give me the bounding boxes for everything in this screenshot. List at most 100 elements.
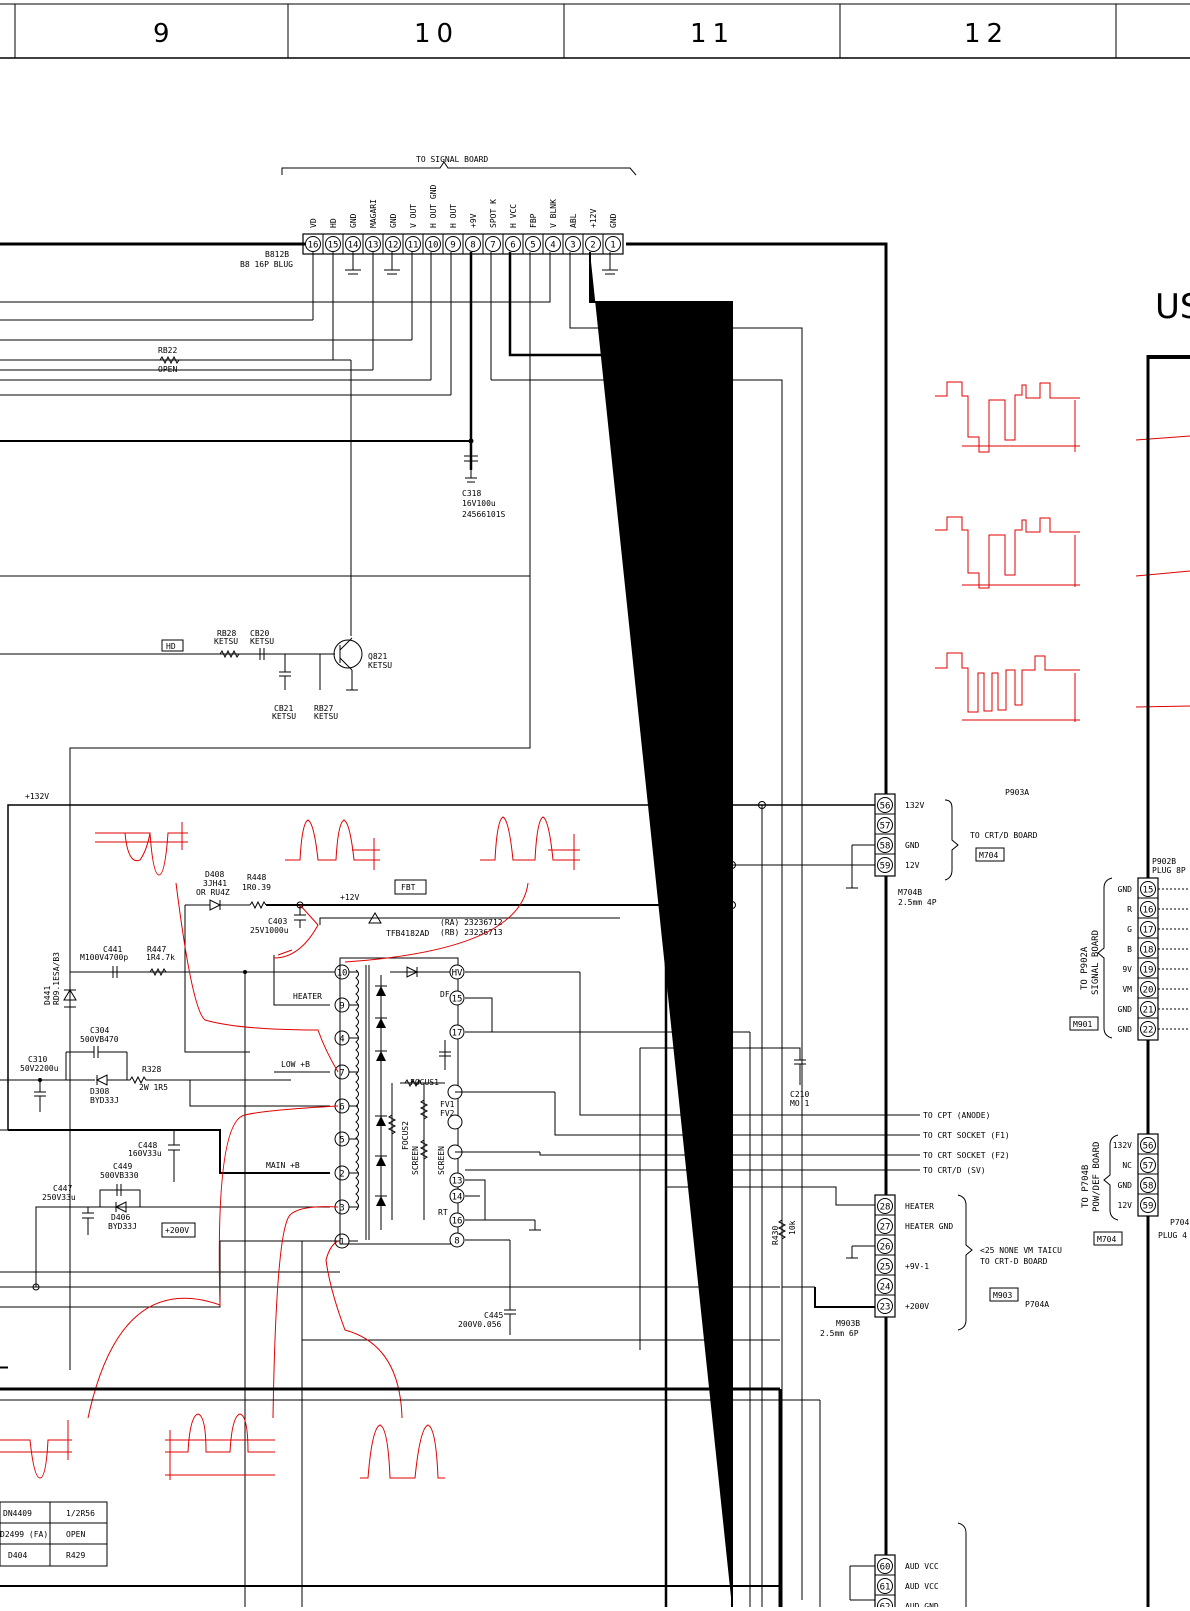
pin-number: 17 [452,1029,463,1039]
svg-text:D441: D441 [43,986,52,1005]
pin-number: 15 [1143,886,1154,896]
pin-number: 9 [450,241,455,251]
svg-text:(RA) 23236712: (RA) 23236712 [440,918,503,927]
grid-column-label: 9 [153,19,176,49]
connector-b812b: TO SIGNAL BOARD B812B B8 16P BLUG 16VD15… [0,155,888,1607]
pin-number: 61 [880,1583,891,1593]
pin-signal: G [1127,925,1132,934]
pin-number: 14 [452,1193,463,1203]
table-cell: 1/2R56 [66,1509,95,1518]
connector-pin [1140,881,1156,897]
parts-table: DN4409 1/2R56 D2499 (FA) OPEN D404 R429 [0,1501,108,1567]
svg-text:KETSU: KETSU [250,637,274,646]
connector-pin [545,236,561,252]
flyback-transformer-area: D408 3JH41 OR RU4Z R448 1R0.39 C403 25V1… [0,816,920,1607]
hv-diode [376,1196,386,1206]
pin-signal: R [1127,905,1132,914]
svg-text:P903A: P903A [1005,788,1029,797]
pin-number: 57 [880,822,891,832]
connector-pin [565,236,581,252]
pin-number: 60 [880,1563,891,1573]
svg-text:SIGNAL BOARD: SIGNAL BOARD [1091,930,1101,995]
pin-signal: NC [1122,1161,1132,1170]
svg-text:M903B: M903B [836,1319,860,1328]
pin-number: 23 [880,1303,891,1313]
connector-pin [525,236,541,252]
svg-text:TO P902A: TO P902A [1080,946,1090,990]
pin-signal: B [1127,945,1132,954]
svg-text:M100V4700p: M100V4700p [80,953,128,962]
pin-signal: 12V [1118,1201,1133,1210]
pin-number: 2 [590,241,595,251]
connector-pin [585,236,601,252]
pin-signal: GND [905,841,920,850]
svg-text:FV2: FV2 [440,1109,455,1118]
transformer-pin [449,1212,465,1228]
svg-text:1R4.7k: 1R4.7k [146,953,175,962]
supply-132v: +132V [7,792,880,1607]
svg-text:250V33u: 250V33u [42,1193,76,1202]
transformer-pin [449,990,465,1006]
pin-number: 15 [452,995,463,1005]
connector-pin [1140,1157,1156,1173]
connector-pin [877,1198,893,1214]
svg-text:FOCUS1: FOCUS1 [410,1078,439,1087]
connector-pin [425,236,441,252]
svg-text:RB27: RB27 [314,704,333,713]
pin-number: 59 [1143,1202,1154,1212]
svg-text:DF: DF [440,990,450,999]
connector-pin [325,236,341,252]
svg-text:BYD33J: BYD33J [90,1096,119,1105]
svg-text:<25 NONE VM TAICU: <25 NONE VM TAICU [980,1246,1062,1255]
pin-signal: GND [389,213,398,228]
svg-text:R448: R448 [247,873,266,882]
us-label: US [1155,287,1190,327]
pin-number: 12 [388,241,399,251]
hv-diode [376,986,386,996]
svg-text:C403: C403 [268,917,287,926]
svg-text:TO CRT-D BOARD: TO CRT-D BOARD [980,1257,1048,1266]
pin-number: 5 [530,241,535,251]
connector-pin [465,236,481,252]
pin-signal: HEATER GND [905,1222,953,1231]
capacitor-c318: C318 16V100u 24566101S [462,455,506,519]
svg-text:PLUG 4: PLUG 4 [1158,1231,1187,1240]
pin-signal: GND [1118,1181,1133,1190]
pin-signal: +9V [469,213,478,228]
svg-text:HEATER: HEATER [293,992,322,1001]
svg-text:TO CRT/D BOARD: TO CRT/D BOARD [970,831,1038,840]
svg-text:M704: M704 [1097,1235,1116,1244]
svg-text:+132V: +132V [25,792,49,801]
svg-text:P704A: P704A [1025,1300,1049,1309]
to-signal-board-label: TO SIGNAL BOARD [416,155,488,164]
svg-text:LOW +B: LOW +B [281,1060,310,1069]
pin-number: HV [452,969,463,979]
svg-text:D308: D308 [90,1087,109,1096]
svg-text:CB20: CB20 [250,629,269,638]
connector-pin [877,1258,893,1274]
connector-pin [505,236,521,252]
pin-signal: AUD GND [905,1602,939,1607]
svg-text:RB22: RB22 [158,346,177,355]
connector-pin [405,236,421,252]
svg-text:MO.1: MO.1 [790,1099,809,1108]
pin-number: 24 [880,1283,891,1293]
grid-frame: 9 10 11 12 [0,3,1190,59]
pin-number: 19 [1143,966,1154,976]
pin-signal: H OUT GND [429,184,438,228]
focus-terminal [447,1114,463,1130]
svg-text:C449: C449 [113,1162,132,1171]
pin-signal: GND [1118,1005,1133,1014]
pin-signal: VD [309,218,318,228]
pin-signal: 9V [1122,965,1132,974]
connector-pin [1140,1021,1156,1037]
connector-pin [1140,1177,1156,1193]
connector-pin [877,1578,893,1594]
pin-number: 6 [510,241,515,251]
connector-pin [877,1238,893,1254]
svg-text:3JH41: 3JH41 [203,879,227,888]
pin-number: 21 [1143,1006,1154,1016]
pin-signal: MAGARI [369,199,378,228]
svg-text:C318: C318 [462,489,481,498]
pin-number: 1 [339,1238,344,1248]
